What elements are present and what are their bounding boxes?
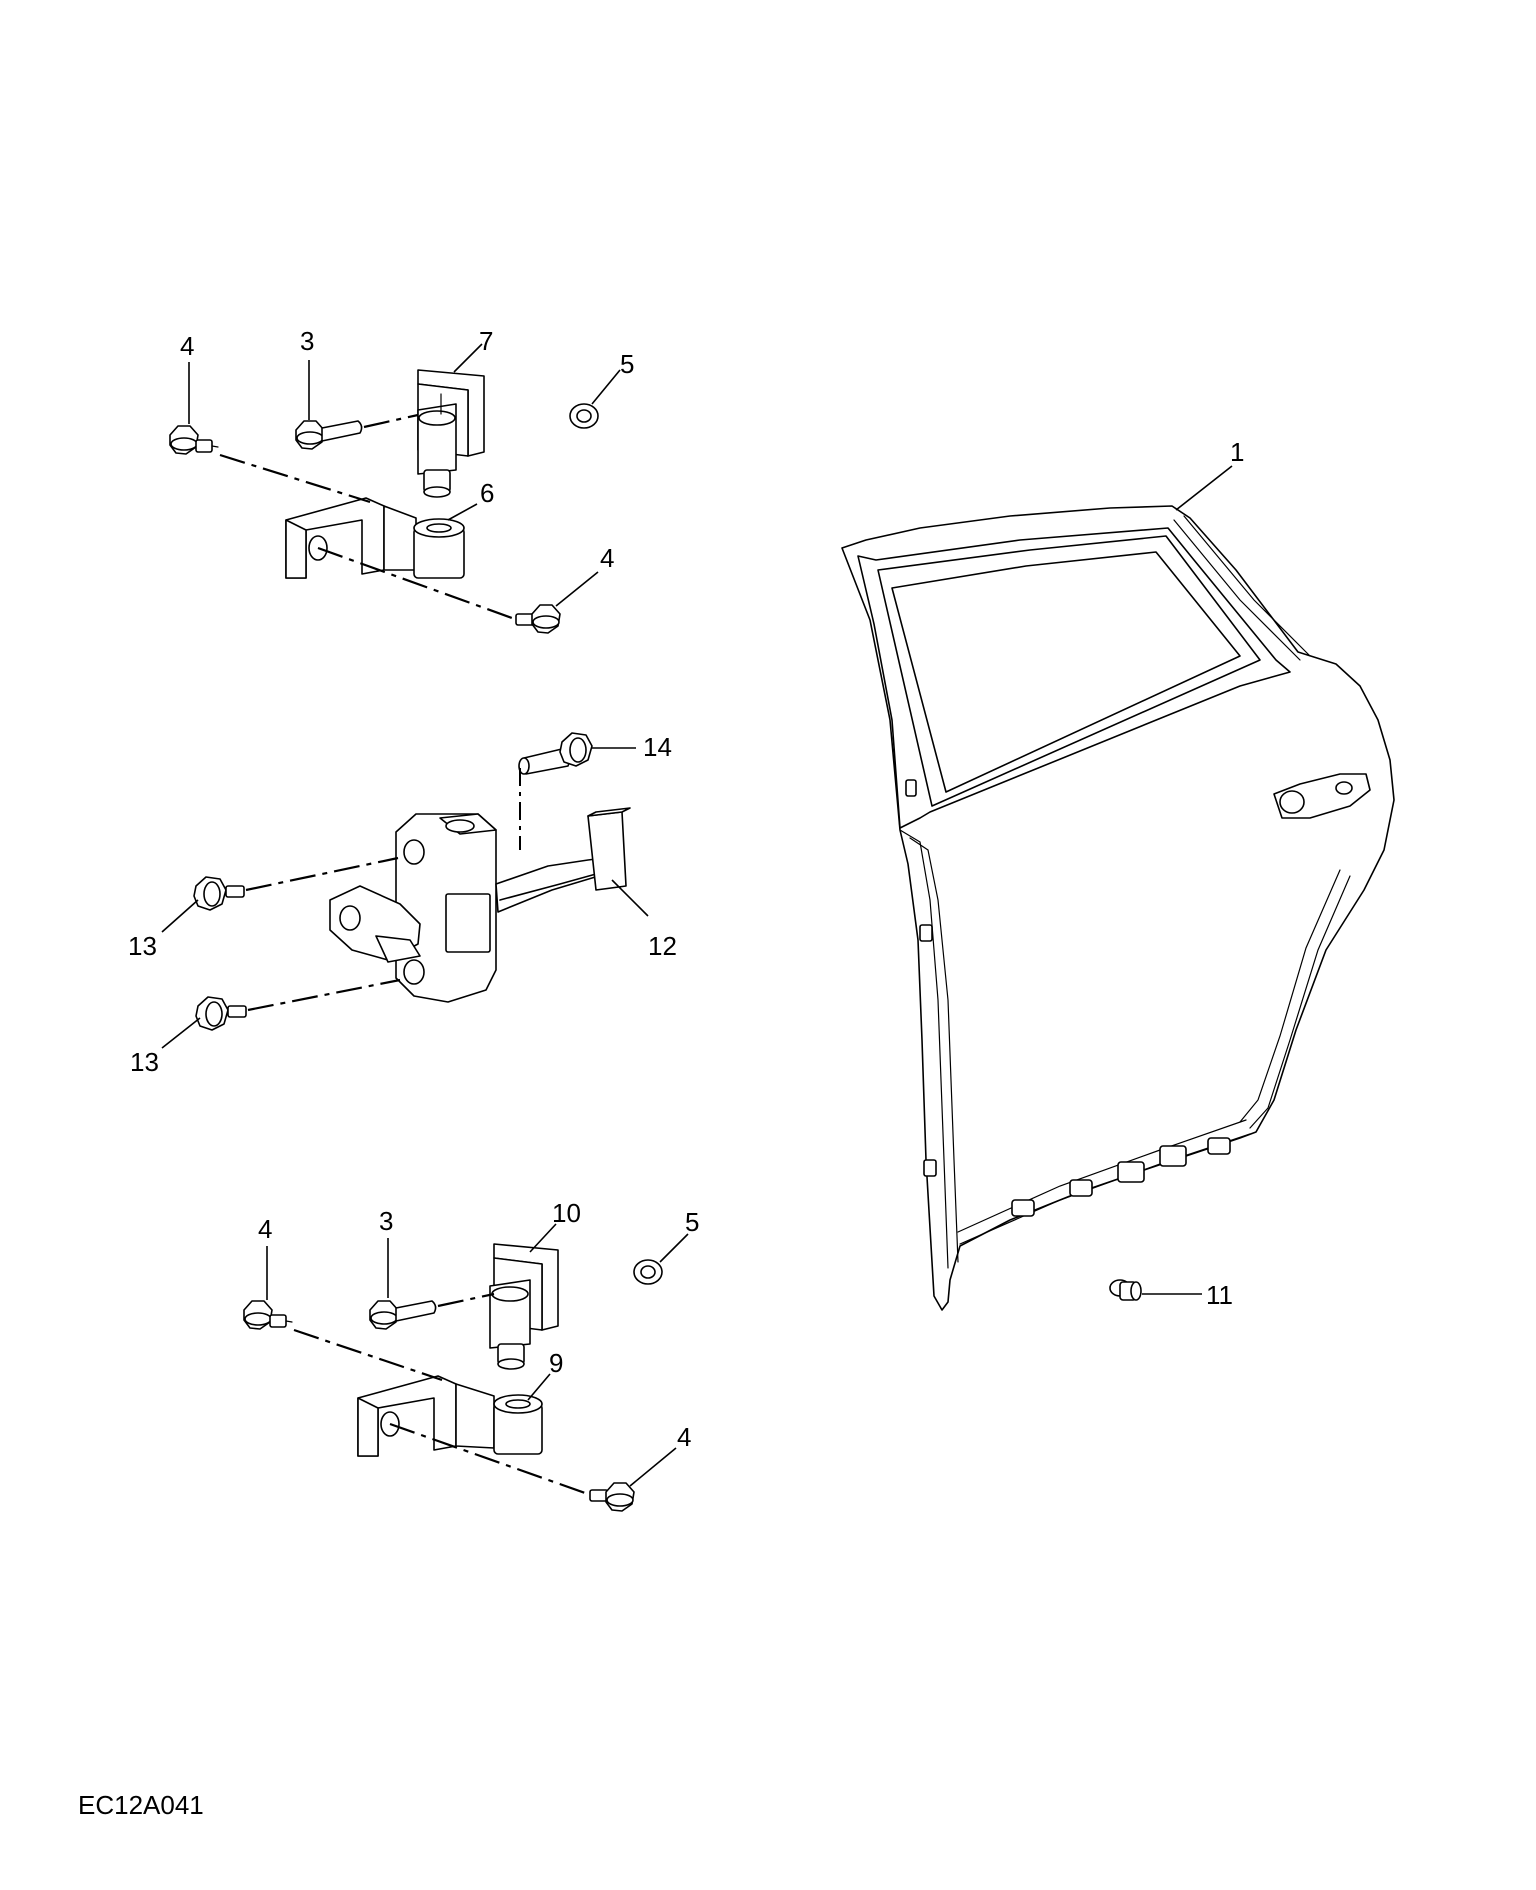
callout-9: 9: [549, 1348, 563, 1378]
plug-fastener-11: [1109, 1279, 1142, 1301]
callout-4-lower-left: 4: [258, 1214, 272, 1244]
callout-3-lower: 3: [379, 1206, 393, 1236]
flange-bolt-4-lower-left: [243, 1300, 293, 1330]
check-strap-bolt-13-upper: [193, 876, 245, 911]
upper-hinge-group: [169, 369, 599, 634]
callout-3-upper: 3: [300, 326, 314, 356]
callout-4-upper-left: 4: [180, 331, 194, 361]
callout-1: 1: [1230, 437, 1244, 467]
callout-11: 11: [1206, 1280, 1233, 1310]
callout-4-upper-right: 4: [600, 543, 614, 573]
hinge-pin-bolt-3-upper: [295, 420, 363, 450]
callout-labels: 4 3 7 5 6 4 1 14 13 12 13 4 3 10 5 9 4 1…: [128, 326, 1244, 1452]
check-strap-group: [193, 732, 631, 1031]
callout-10: 10: [552, 1198, 581, 1228]
lower-hinge-group: [243, 1243, 663, 1512]
lower-hinge-door-half-10: [489, 1243, 559, 1370]
upper-hinge-body-half-6: [285, 497, 465, 579]
check-strap-bolt-13-lower: [195, 996, 247, 1031]
door-check-strap-12: [329, 807, 631, 1003]
callout-12: 12: [648, 931, 677, 961]
callout-13-upper: 13: [128, 931, 157, 961]
callout-4-lower-right: 4: [677, 1422, 691, 1452]
rear-door-shell-1: [841, 505, 1395, 1311]
callout-13-lower: 13: [130, 1047, 159, 1077]
figure-code: EC12A041: [78, 1790, 204, 1820]
washer-5-lower: [633, 1259, 663, 1285]
callout-7: 7: [479, 326, 493, 356]
leader-lines: [161, 343, 1233, 1487]
callout-5-upper: 5: [620, 349, 634, 379]
callout-5-lower: 5: [685, 1207, 699, 1237]
check-strap-pin-bolt-14: [518, 732, 593, 775]
callout-6: 6: [480, 478, 494, 508]
lower-hinge-body-half-9: [357, 1375, 543, 1457]
flange-bolt-4-lower-right: [589, 1482, 635, 1512]
upper-hinge-door-half-7: [417, 369, 485, 498]
flange-bolt-4-upper-right: [515, 604, 561, 634]
hinge-pin-bolt-3-lower: [369, 1300, 437, 1330]
flange-bolt-4-upper-left: [169, 425, 219, 455]
callout-14: 14: [643, 732, 672, 762]
washer-5-upper: [569, 403, 599, 429]
